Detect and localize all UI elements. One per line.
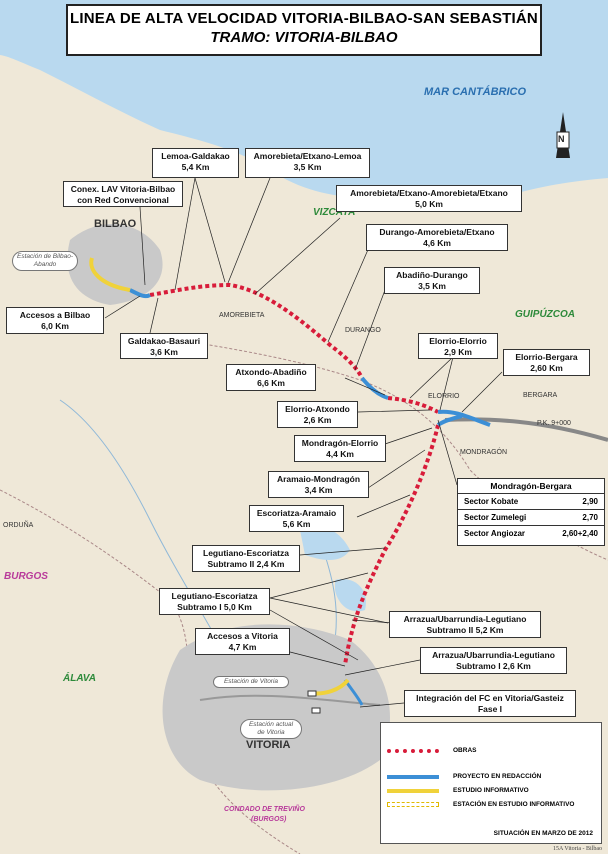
station-bilbao-label: Estación de Bilbao-Abando xyxy=(12,251,78,271)
existing-rail xyxy=(199,694,381,706)
legend-proyecto: PROYECTO EN REDACCIÓN xyxy=(387,773,541,780)
guipuzcoa-label: GUIPÚZCOA xyxy=(515,309,575,320)
pk-label: P.K. 9+000 xyxy=(537,420,571,427)
burgos-label: BURGOS xyxy=(4,571,48,582)
sector-table-title: Mondragón-Bergara xyxy=(458,479,604,494)
station-vitoria-actual-label: Estación actual de Vitoria xyxy=(240,719,302,739)
alava-label: ÁLAVA xyxy=(63,673,96,684)
bilbao-urban xyxy=(67,223,163,305)
route-obras xyxy=(343,424,440,666)
route-proyecto xyxy=(129,288,152,299)
town-bergara: BERGARA xyxy=(523,392,558,399)
vitoria-urban xyxy=(162,624,390,791)
station-marker xyxy=(307,690,317,697)
trevino-label: CONDADO DE TREVIÑO xyxy=(224,806,305,813)
legend: OBRAS PROYECTO EN REDACCIÓN ESTUDIO INFO… xyxy=(380,722,602,844)
route-estudio xyxy=(89,257,131,292)
legend-estudio: ESTUDIO INFORMATIVO xyxy=(387,787,529,794)
legend-estacion: ESTACIÓN EN ESTUDIO INFORMATIVO xyxy=(387,801,574,808)
title-line-1: LINEA DE ALTA VELOCIDAD VITORIA-BILBAO-S… xyxy=(70,10,538,27)
legend-obras: OBRAS xyxy=(387,747,476,754)
town-mondragon: MONDRAGÓN xyxy=(460,449,508,456)
station-vitoria-label: Estación de Vitoria xyxy=(213,676,289,688)
vizcaya-label: VIZCAYA xyxy=(313,207,356,218)
reservoir xyxy=(300,526,350,560)
route-proyecto xyxy=(436,414,463,427)
leader-lines xyxy=(104,177,503,708)
legend-situacion: SITUACIÓN EN MARZO DE 2012 xyxy=(493,830,593,837)
town-durango: DURANGO xyxy=(345,327,381,334)
route-proyecto xyxy=(437,409,491,427)
title-line-2: TRAMO: VITORIA-BILBAO xyxy=(210,29,398,46)
route-obras xyxy=(149,282,364,379)
station-marker xyxy=(311,707,321,714)
town-elorrio: ELORRIO xyxy=(428,393,460,400)
existing-rail xyxy=(444,417,608,442)
town-bilbao: BILBAO xyxy=(94,218,137,230)
town-orduna: ORDUÑA xyxy=(3,522,34,529)
north-arrow xyxy=(556,112,570,158)
reservoir xyxy=(335,579,366,612)
route-proyecto xyxy=(360,376,389,400)
credit: 15A Vitoria - Bilbao xyxy=(552,846,602,852)
map-title: LINEA DE ALTA VELOCIDAD VITORIA-BILBAO-S… xyxy=(66,4,542,56)
sea-label: MAR CANTÁBRICO xyxy=(424,86,527,98)
town-amorebieta: AMOREBIETA xyxy=(219,312,265,319)
trevino-sub-label: (BURGOS) xyxy=(251,816,287,823)
route-obras xyxy=(387,396,439,414)
north-label: N xyxy=(558,134,565,144)
town-vitoria: VITORIA xyxy=(246,739,291,751)
